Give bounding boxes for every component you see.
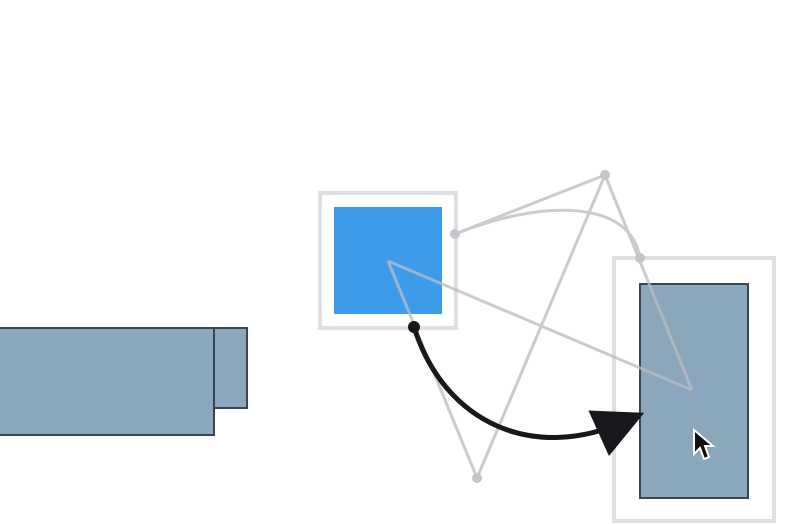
source-node-selection-halo [318,191,458,330]
target-node-selection-halo [612,256,776,523]
guide-curve-upper [454,208,642,259]
mouse-pointer-icon [693,427,716,461]
handle-point-left[interactable] [450,229,460,239]
handle-points[interactable] [450,170,645,483]
left-node-front[interactable] [0,327,215,436]
mouse-pointer-icon-shape [693,427,716,461]
target-node[interactable] [639,283,749,499]
connector-arrow[interactable] [411,326,645,457]
handle-point-right[interactable] [635,253,645,263]
source-node[interactable] [334,207,442,314]
guide-line-top-handle-to-target [603,174,694,391]
handle-point-top[interactable] [600,170,610,180]
handle-point-bottom[interactable] [472,473,482,483]
